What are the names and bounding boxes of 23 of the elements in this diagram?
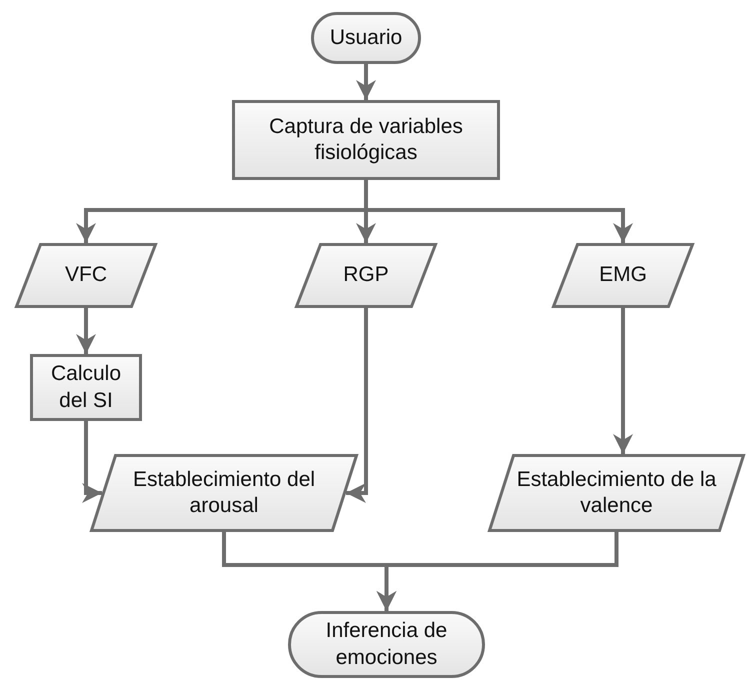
data-parallelogram bbox=[488, 454, 745, 532]
data-parallelogram bbox=[295, 243, 437, 308]
arrow bbox=[76, 308, 96, 354]
node-label: Establecimiento del arousal bbox=[132, 466, 316, 519]
node-label: VFC bbox=[65, 262, 107, 288]
data-parallelogram bbox=[90, 454, 358, 532]
terminal-shape bbox=[311, 12, 421, 64]
arrow bbox=[346, 308, 368, 503]
data-parallelogram bbox=[15, 243, 157, 308]
arrow bbox=[82, 421, 102, 503]
node-label: EMG bbox=[599, 262, 647, 288]
arrow bbox=[613, 308, 633, 454]
node-label: Captura de variables fisiológicas bbox=[268, 114, 464, 166]
node-label: Establecimiento de la valence bbox=[516, 466, 717, 519]
node-label: Calculo del SI bbox=[50, 361, 122, 414]
node-label: RGP bbox=[343, 262, 389, 288]
node-label: Inferencia de emociones bbox=[324, 618, 448, 670]
node-label: Usuario bbox=[330, 24, 402, 51]
process-box bbox=[232, 100, 500, 180]
process-box bbox=[30, 354, 142, 421]
data-parallelogram bbox=[552, 243, 694, 308]
arrow bbox=[364, 180, 633, 243]
arrow bbox=[356, 64, 376, 100]
